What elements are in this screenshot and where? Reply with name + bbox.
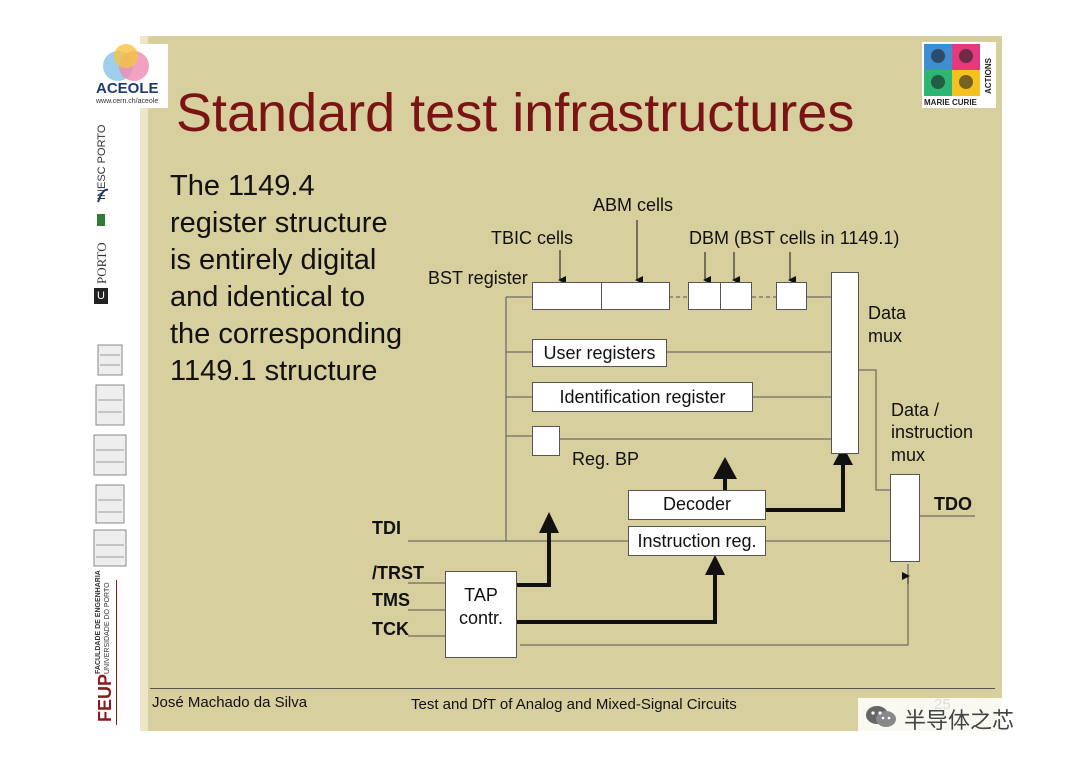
data-mux-label-2: mux	[868, 326, 903, 346]
aceole-name: ACEOLE	[96, 80, 159, 97]
instruction-reg-label: Instruction reg.	[637, 531, 757, 551]
data-instruction-mux-label-2: instruction	[891, 422, 974, 442]
footer-divider	[150, 688, 995, 689]
tms-signal: TMS	[372, 590, 410, 610]
reg-bp-label: Reg. BP	[572, 449, 640, 469]
wechat-icon	[866, 706, 896, 727]
uporto-u-logo: U	[94, 288, 108, 304]
body-line: The 1149.4	[170, 170, 315, 202]
body-line: the corresponding	[170, 318, 403, 350]
identification-register-block	[532, 382, 753, 412]
abm-cells-label: ABM cells	[593, 195, 674, 215]
dbm-cell	[720, 282, 752, 310]
aceole-logo: ACEOLE www.cern.ch/aceole	[88, 44, 168, 108]
footer-course: Test and DfT of Analog and Mixed-Signal …	[411, 696, 737, 713]
wechat-watermark: 半导体之芯	[858, 698, 1058, 734]
feup-divider	[116, 580, 117, 725]
footer-author: José Machado da Silva	[152, 694, 308, 711]
tap-label-2: contr.	[458, 608, 504, 628]
tap-controller-block	[445, 571, 517, 658]
sidebar-edge	[140, 36, 148, 731]
data-mux-label-1: Data	[868, 303, 907, 323]
sidebar-panel	[78, 36, 148, 731]
inesc-icon	[96, 186, 110, 204]
tck-signal: TCK	[372, 619, 409, 639]
data-instruction-mux-block	[890, 474, 920, 562]
dbm-cells-label: DBM (BST cells in 1149.1)	[689, 228, 900, 248]
decoder-label: Decoder	[662, 494, 732, 514]
body-line: 1149.1 structure	[170, 355, 378, 387]
marie-curie-portrait-icon	[924, 44, 980, 96]
reg-bp-block	[532, 426, 560, 456]
identification-register-label: Identification register	[559, 387, 726, 407]
slide-body-text: The 1149.4 register structure is entirel…	[170, 168, 402, 390]
uporto-u-letter: U	[97, 290, 105, 302]
data-instruction-mux-label-1: Data /	[891, 400, 940, 420]
bst-register-label: BST register	[428, 268, 528, 288]
tbic-cells-label: TBIC cells	[491, 228, 574, 248]
data-mux-block	[831, 272, 859, 454]
data-instruction-mux-label-3: mux	[891, 445, 926, 465]
tdi-signal: TDI	[372, 518, 401, 538]
aceole-circles-icon	[103, 44, 149, 81]
marie-curie-text: MARIE CURIE	[924, 98, 977, 107]
tap-label-1: TAP	[464, 585, 498, 605]
dbm-cell	[688, 282, 721, 310]
user-registers-block	[532, 339, 667, 367]
user-registers-label: User registers	[543, 343, 656, 363]
trst-signal: /TRST	[372, 563, 424, 583]
slide-title: Standard test infrastructures	[176, 83, 855, 143]
body-line: and identical to	[170, 281, 366, 313]
marie-curie-logo: MARIE CURIE ACTIONS	[922, 42, 996, 108]
decoder-block	[628, 490, 766, 520]
dbm-cell	[776, 282, 807, 310]
building-illustration	[90, 340, 130, 570]
body-line: is entirely digital	[170, 244, 377, 276]
instruction-reg-block	[628, 526, 766, 556]
aceole-url: www.cern.ch/aceole	[96, 98, 159, 105]
body-line: register structure	[170, 207, 388, 239]
tbic-cell	[532, 282, 602, 310]
green-bar	[97, 214, 105, 226]
tdo-signal: TDO	[934, 494, 972, 514]
abm-cell	[601, 282, 670, 310]
watermark-text: 半导体之芯	[904, 708, 1015, 733]
